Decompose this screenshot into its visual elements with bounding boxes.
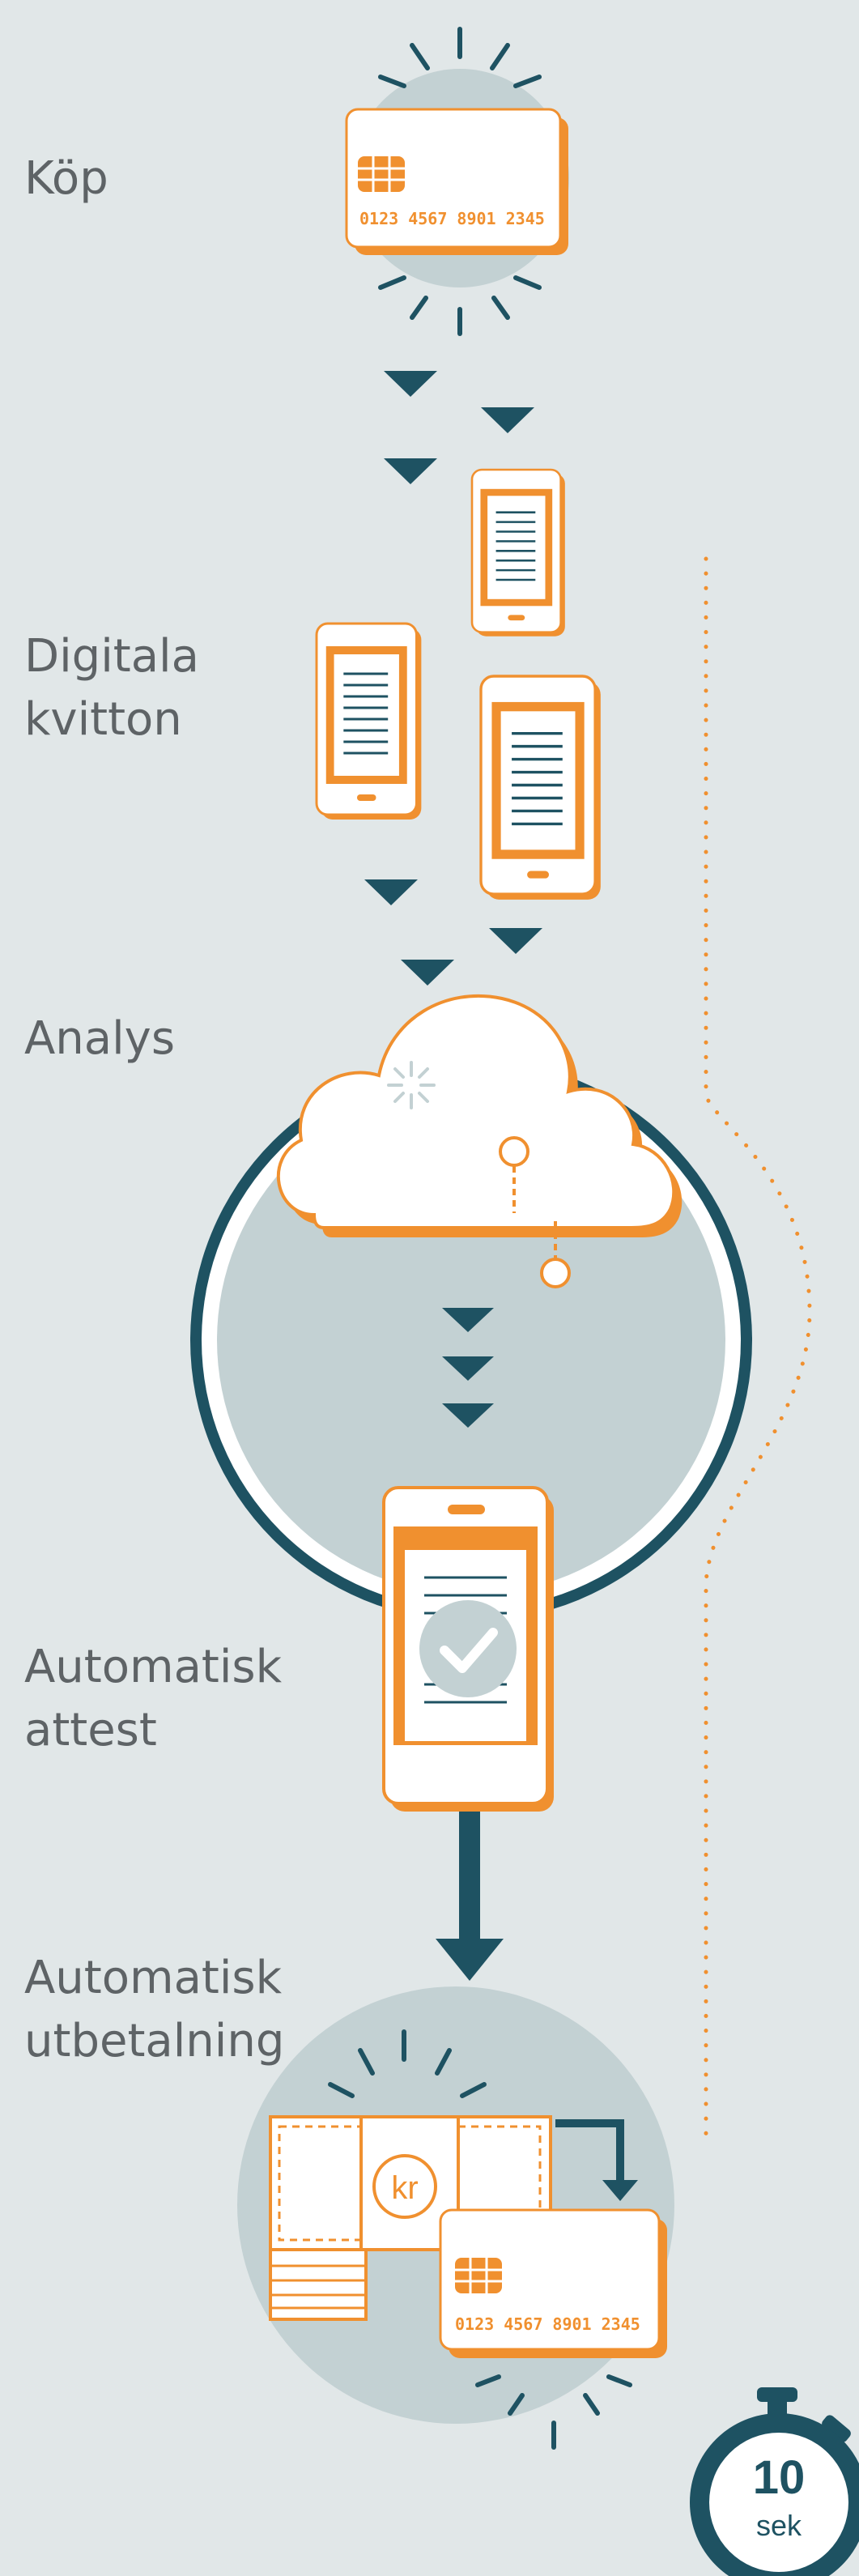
flow-arrows-1 (384, 371, 534, 484)
timer-value: 10 (752, 2451, 806, 2504)
stopwatch-icon (690, 2387, 859, 2576)
step-label-kvitton-1: Digitala (24, 630, 199, 683)
check-icon (419, 1600, 517, 1697)
step-label-utbetalning-2: utbetalning (24, 2015, 285, 2067)
step-label-analys: Analys (24, 1012, 175, 1065)
step-label-utbetalning-1: Automatisk (24, 1952, 283, 2004)
step-label-kvitton-2: kvitton (24, 693, 182, 746)
attest-phone-icon (382, 1486, 554, 1812)
step-label-attest-2: attest (24, 1704, 157, 1756)
down-arrow (436, 1812, 504, 1981)
processing-spinner-icon (387, 1061, 436, 1109)
flow-arrows-3 (442, 1308, 494, 1428)
payout-card-number: 0123 4567 8901 2345 (455, 2314, 640, 2334)
flow-arrows-2 (364, 879, 542, 986)
timer-unit: sek (755, 2509, 802, 2542)
step-label-attest-1: Automatisk (24, 1641, 283, 1693)
step-label-kop: Köp (24, 152, 108, 205)
cloud-icon (276, 994, 683, 1288)
currency-symbol: kr (391, 2170, 418, 2206)
purchase-card-icon: 0123 4567 8901 2345 (345, 27, 569, 336)
timeline-dotted-line (704, 556, 812, 2140)
receipt-phone-icon (315, 468, 602, 901)
card-number: 0123 4567 8901 2345 (359, 209, 545, 228)
payout-icon: kr 0123 4567 8901 2345 (237, 1986, 674, 2450)
